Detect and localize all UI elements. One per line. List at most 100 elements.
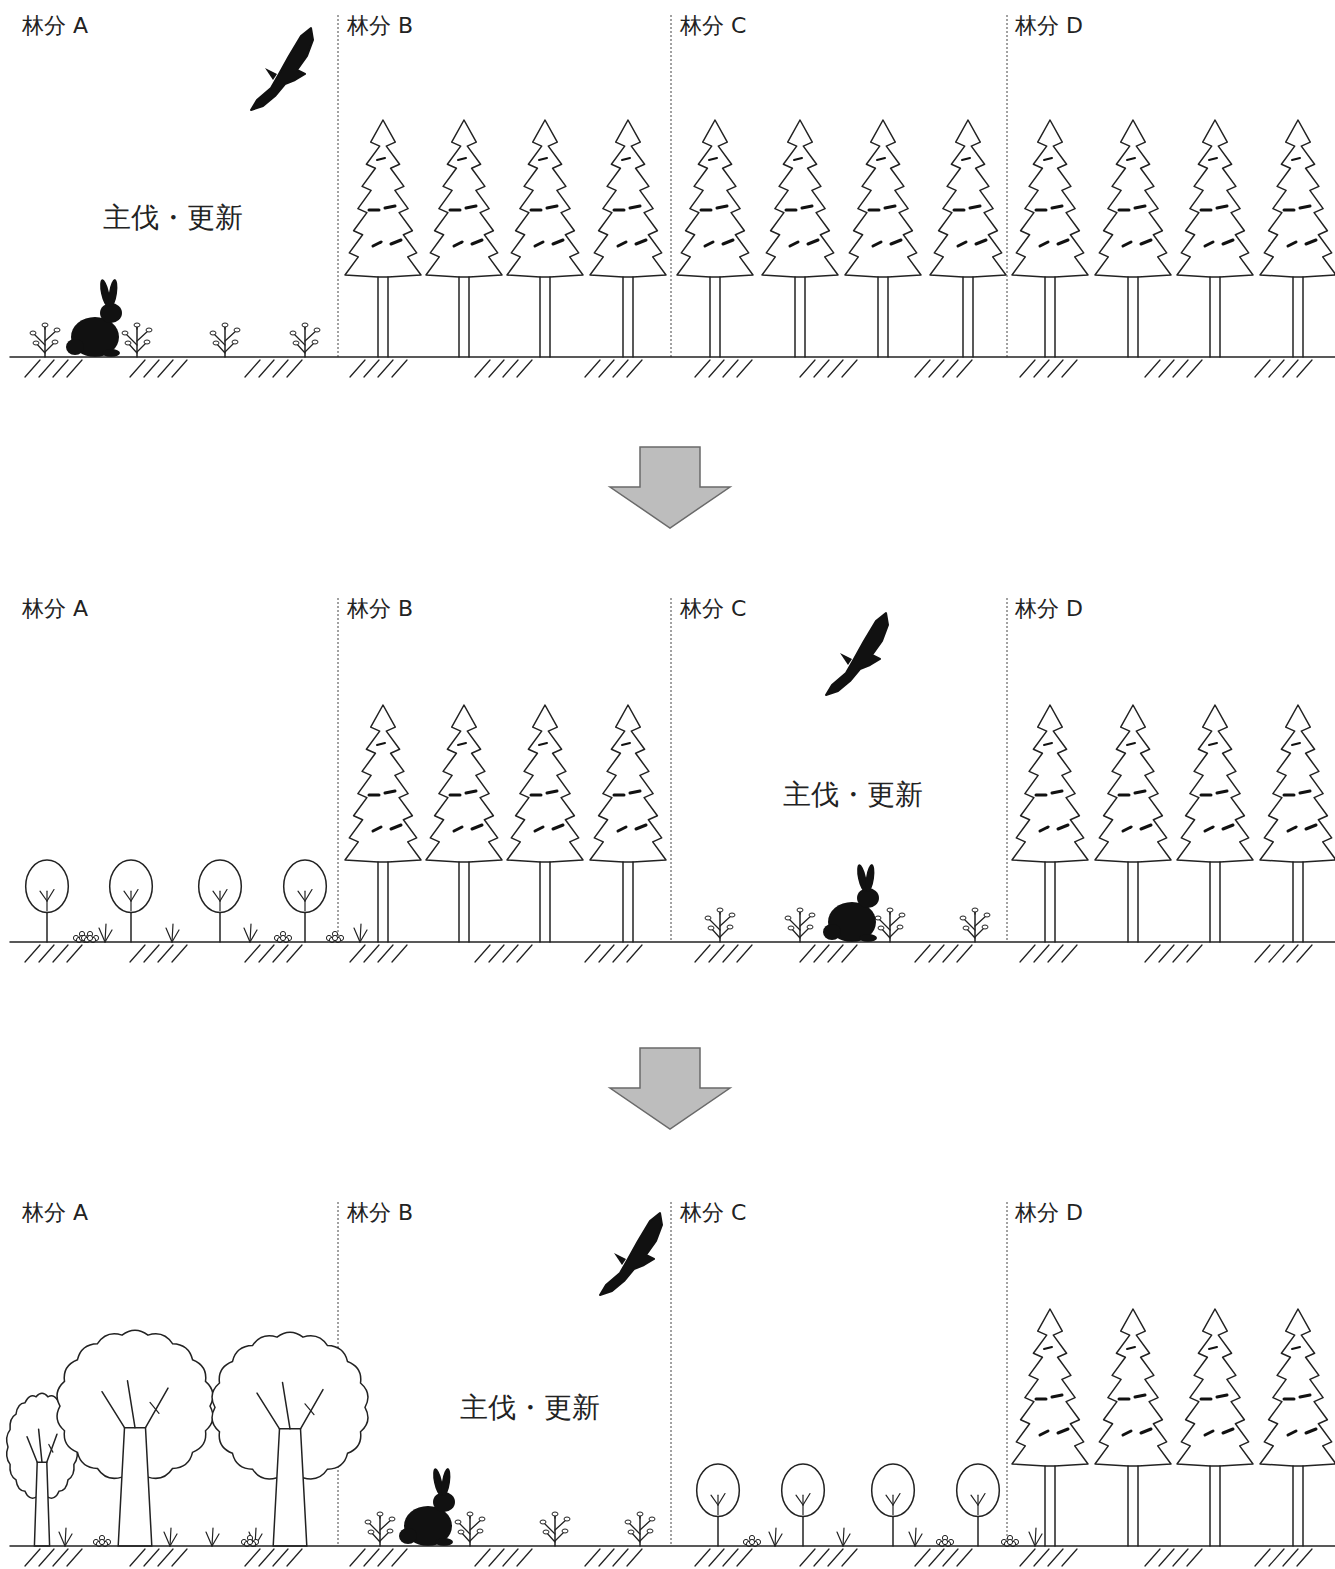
branch bbox=[257, 1393, 280, 1429]
divider-line bbox=[1007, 15, 1008, 357]
needle-mark bbox=[531, 794, 541, 797]
trunk bbox=[719, 277, 721, 357]
time-arrow bbox=[610, 1048, 730, 1129]
conifer-crown bbox=[1012, 705, 1088, 862]
needle-mark bbox=[458, 158, 466, 160]
ground-hatch bbox=[1048, 1549, 1063, 1566]
ground bbox=[10, 357, 1335, 377]
seedling bbox=[625, 1512, 655, 1546]
leaf bbox=[389, 1517, 395, 1521]
leaf bbox=[52, 340, 58, 344]
needle-mark bbox=[547, 791, 557, 793]
conifer-tree bbox=[507, 705, 583, 942]
tree-trunk bbox=[34, 1462, 49, 1546]
branch bbox=[47, 1434, 57, 1462]
ground-hatch bbox=[842, 360, 857, 377]
line bbox=[915, 1528, 916, 1546]
raptor-body bbox=[826, 613, 888, 695]
leaf bbox=[467, 1512, 473, 1516]
conifer-tree bbox=[1012, 1309, 1088, 1546]
needle-mark bbox=[1052, 791, 1062, 793]
ground-hatch bbox=[613, 1549, 628, 1566]
ground-hatch bbox=[392, 1549, 407, 1566]
seedling bbox=[122, 323, 152, 357]
trunk bbox=[877, 277, 879, 357]
harvest-label: 主伐・更新 bbox=[458, 1391, 602, 1425]
ground-hatch bbox=[172, 360, 187, 377]
leaf bbox=[54, 328, 60, 332]
ground-hatch bbox=[172, 1549, 187, 1566]
leaf bbox=[982, 925, 988, 929]
needle-mark bbox=[705, 242, 713, 246]
ground-hatch bbox=[1048, 360, 1063, 377]
line bbox=[837, 1532, 843, 1546]
leaf bbox=[479, 1517, 485, 1521]
raptor-tail bbox=[265, 68, 277, 80]
ground-hatch bbox=[957, 1549, 972, 1566]
line bbox=[718, 1494, 725, 1505]
ground-hatch bbox=[1145, 945, 1160, 962]
line bbox=[40, 891, 47, 901]
needle-mark bbox=[1300, 1395, 1310, 1397]
needle-mark bbox=[786, 209, 796, 212]
ground-hatch bbox=[723, 945, 738, 962]
young-broadleaf-tree bbox=[26, 860, 69, 942]
needle-mark bbox=[454, 242, 462, 246]
leaf bbox=[875, 916, 881, 920]
line bbox=[893, 1494, 900, 1505]
conifer-tree bbox=[1012, 705, 1088, 942]
small-shrub bbox=[326, 931, 343, 942]
conifer-crown bbox=[1260, 1309, 1335, 1466]
stand-label: 林分 C bbox=[680, 596, 746, 622]
leaf bbox=[302, 323, 308, 327]
shrub-leaf bbox=[749, 1539, 754, 1544]
raptor-body bbox=[600, 1213, 662, 1295]
trunk bbox=[632, 862, 634, 942]
stand-label: 林分 C bbox=[680, 13, 746, 39]
leaf bbox=[146, 328, 152, 332]
seedling bbox=[455, 1512, 485, 1546]
ground-hatch bbox=[1020, 360, 1035, 377]
raptor-tail bbox=[614, 1253, 626, 1265]
seedling bbox=[540, 1512, 570, 1546]
small-shrub bbox=[743, 1535, 760, 1546]
leaf bbox=[628, 1530, 634, 1534]
line bbox=[298, 891, 305, 901]
needle-mark bbox=[1201, 1398, 1211, 1401]
line bbox=[220, 890, 227, 901]
needle-mark bbox=[1123, 827, 1131, 831]
divider-line bbox=[671, 15, 672, 357]
ground-hatch bbox=[915, 1549, 930, 1566]
needle-mark bbox=[1040, 827, 1048, 831]
line bbox=[59, 1532, 65, 1546]
ground-hatch bbox=[53, 945, 68, 962]
line bbox=[250, 924, 251, 942]
needle-mark bbox=[701, 209, 711, 212]
tree-crown bbox=[199, 860, 242, 912]
ground-hatch bbox=[158, 945, 173, 962]
leaf bbox=[543, 1530, 549, 1534]
branch bbox=[150, 1402, 159, 1413]
ground-hatch bbox=[1048, 945, 1063, 962]
trunk bbox=[1219, 277, 1221, 357]
harvest-label: 主伐・更新 bbox=[101, 201, 245, 235]
line bbox=[212, 1534, 219, 1546]
hare-ear bbox=[864, 864, 876, 893]
leaf bbox=[972, 908, 978, 912]
ground-hatch bbox=[489, 1549, 504, 1566]
ground-hatch bbox=[709, 945, 724, 962]
needle-mark bbox=[373, 827, 381, 831]
ground-hatch bbox=[1297, 1549, 1312, 1566]
needle-mark bbox=[1127, 1347, 1135, 1349]
needle-mark bbox=[1040, 242, 1048, 246]
ground-hatch bbox=[1159, 1549, 1174, 1566]
needle-mark bbox=[1119, 794, 1129, 797]
leaf bbox=[647, 1529, 653, 1533]
ground-hatch bbox=[599, 360, 614, 377]
needle-mark bbox=[1036, 209, 1046, 212]
ground-hatch bbox=[259, 1549, 274, 1566]
conifer-crown bbox=[1012, 1309, 1088, 1466]
conifer-crown bbox=[590, 120, 666, 277]
divider-line bbox=[1007, 598, 1008, 942]
